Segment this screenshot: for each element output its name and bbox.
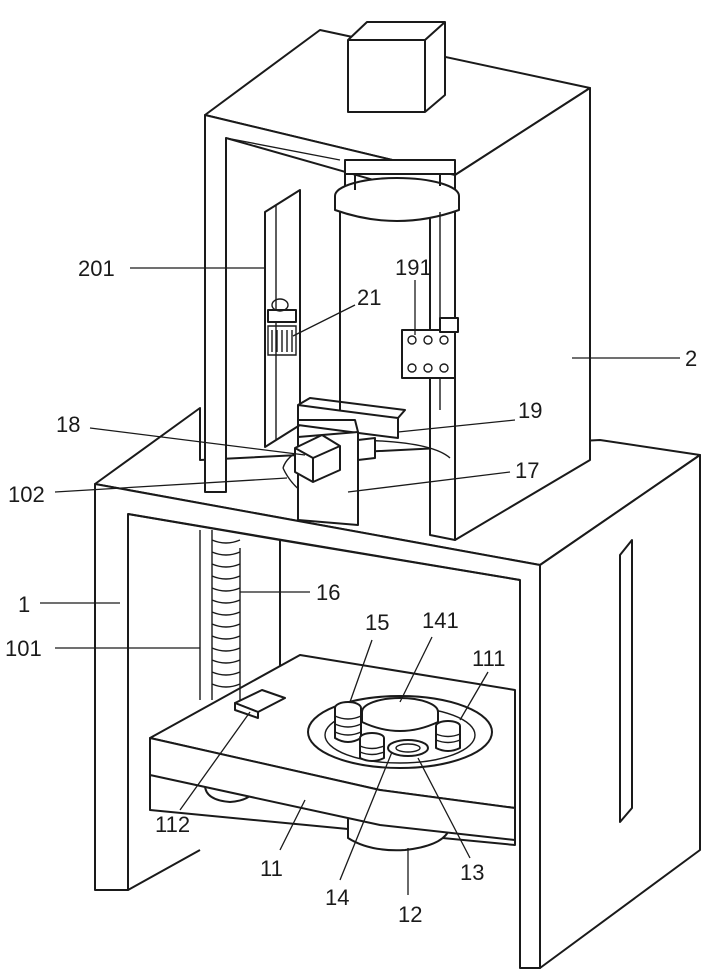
label-112: 112: [155, 812, 190, 837]
label-15: 15: [365, 610, 389, 635]
label-141: 141: [422, 608, 459, 633]
label-19: 19: [518, 398, 542, 423]
spring: [200, 530, 240, 700]
label-102: 102: [8, 482, 45, 507]
label-111: 111: [472, 646, 505, 671]
label-13: 13: [460, 860, 484, 885]
label-17: 17: [515, 458, 539, 483]
press-cylinder: [335, 160, 459, 420]
rotary-assembly: [308, 696, 492, 768]
label-2: 2: [685, 346, 697, 371]
leader-21: [293, 305, 355, 336]
label-21: 21: [357, 285, 381, 310]
label-101: 101: [5, 636, 42, 661]
label-12: 12: [398, 902, 422, 927]
label-201: 201: [78, 256, 115, 281]
label-1: 1: [18, 592, 30, 617]
label-11: 11: [260, 856, 283, 881]
label-16: 16: [316, 580, 340, 605]
label-191: 191: [395, 255, 432, 280]
label-18: 18: [56, 412, 80, 437]
slide-rail: [265, 190, 300, 447]
label-14: 14: [325, 885, 349, 910]
